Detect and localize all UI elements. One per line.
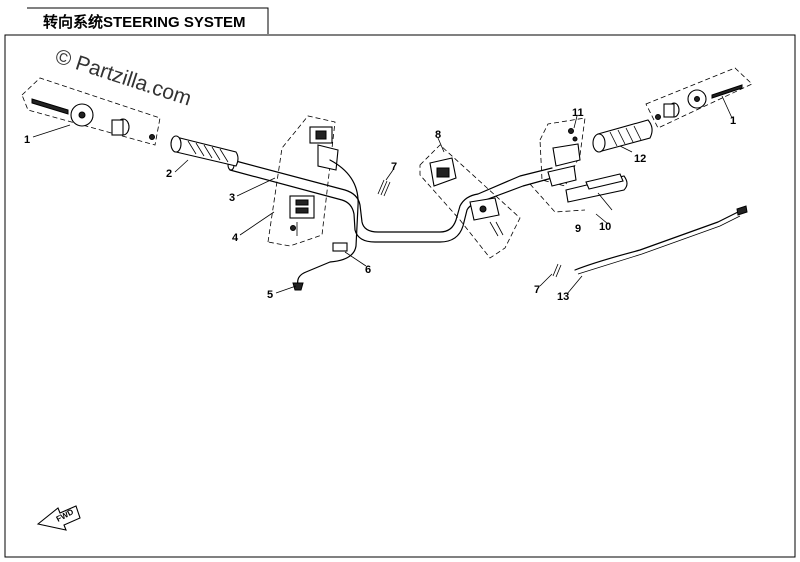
center-clamp-assembly	[419, 144, 521, 259]
watermark: © Partzilla.com	[52, 45, 194, 111]
callout-7-bottom: 7	[534, 284, 540, 296]
callout-1-left: 1	[24, 134, 30, 146]
callout-11: 11	[572, 107, 584, 119]
callout-2: 2	[166, 168, 172, 180]
callout-9: 9	[575, 223, 581, 235]
left-switch-assembly	[267, 115, 339, 247]
left-cable	[292, 159, 359, 291]
callout-8: 8	[435, 129, 441, 141]
callout-5: 5	[267, 289, 273, 301]
spring-clip-top	[377, 179, 391, 197]
callout-7-top: 7	[391, 161, 397, 173]
leader-lines	[32, 95, 733, 295]
callout-12: 12	[634, 153, 646, 165]
right-bar-end-assembly	[645, 67, 753, 129]
left-grip	[170, 135, 239, 167]
right-brake-assembly	[529, 117, 628, 213]
left-bar-end-assembly	[21, 77, 161, 146]
title-box: 转向系统STEERING SYSTEM	[27, 7, 269, 34]
handlebar	[227, 159, 553, 243]
sheet-border	[4, 34, 796, 558]
callout-1-right: 1	[730, 115, 736, 127]
callout-10: 10	[599, 221, 611, 233]
callout-3: 3	[229, 192, 235, 204]
callout-4: 4	[232, 232, 239, 244]
spring-clip-bottom	[552, 263, 562, 278]
callout-6: 6	[365, 264, 371, 276]
page-title: 转向系统STEERING SYSTEM	[43, 13, 246, 31]
throttle-cable	[574, 205, 748, 275]
right-grip	[592, 119, 653, 153]
callout-13: 13	[557, 291, 569, 303]
forward-direction-arrow: FWD	[36, 505, 81, 531]
